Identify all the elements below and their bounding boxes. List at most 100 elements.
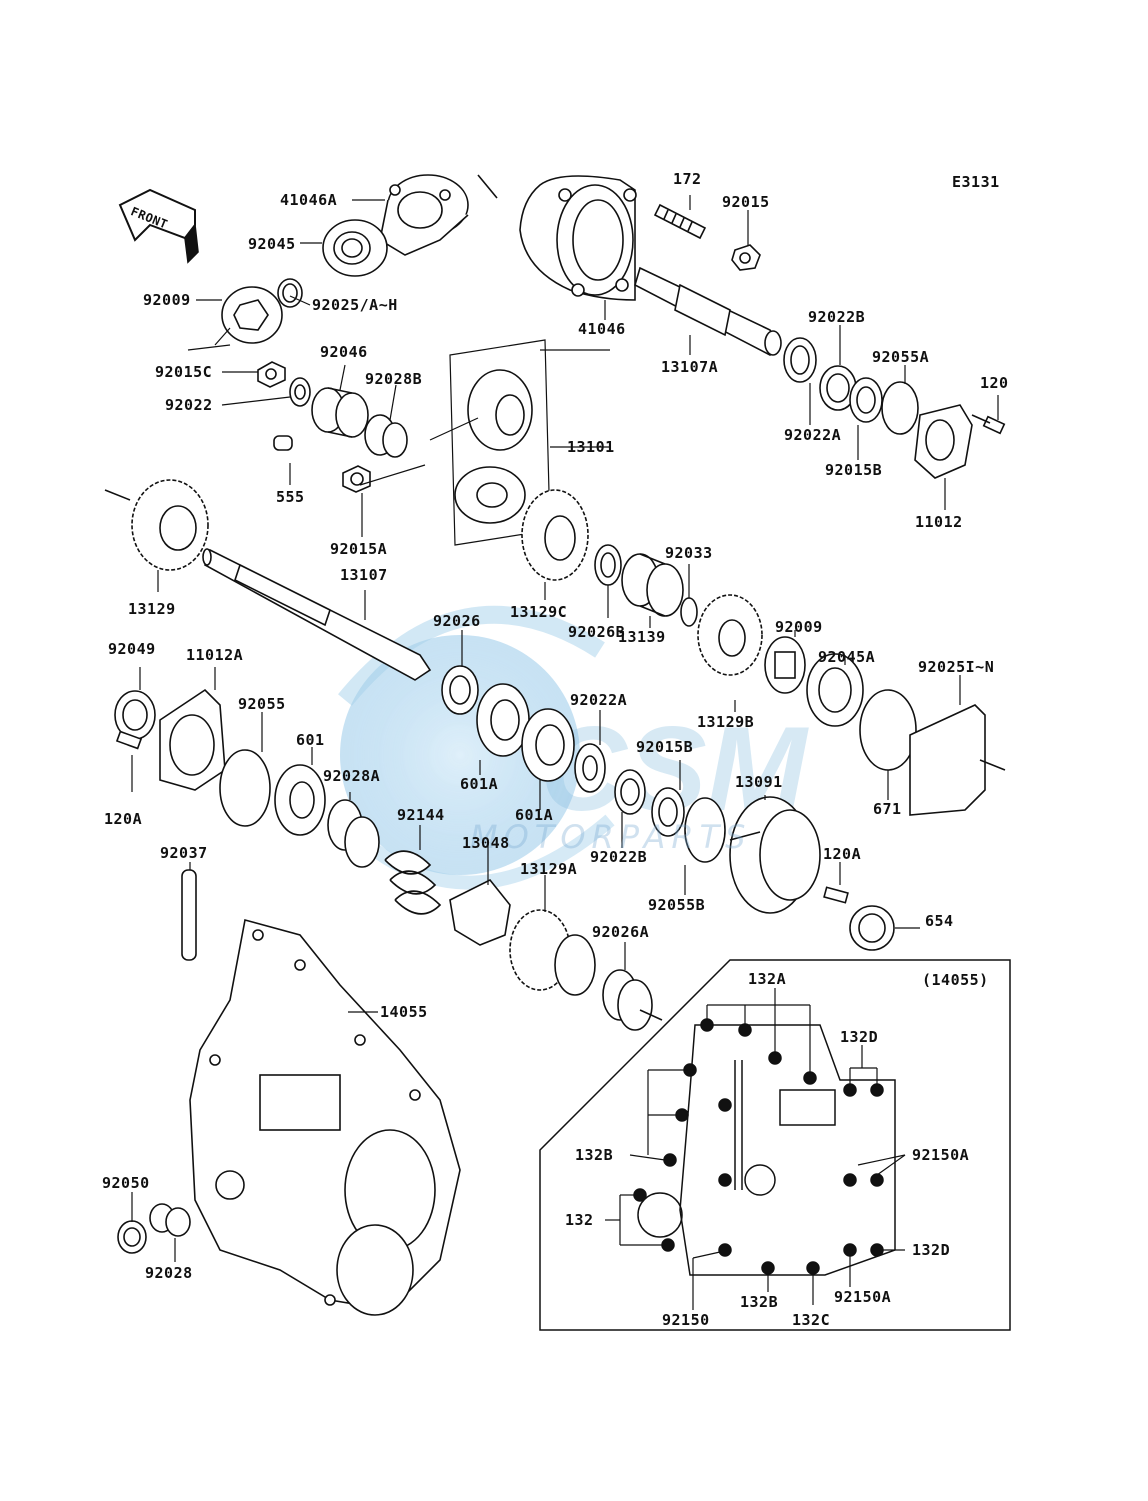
part-92025IN-drawing xyxy=(909,704,1006,816)
part-label-92028B[interactable]: 92028B xyxy=(365,370,423,388)
inset-label-92150A-bottom[interactable]: 92150A xyxy=(834,1288,892,1306)
part-601-drawing xyxy=(274,764,326,836)
part-label-92015C[interactable]: 92015C xyxy=(155,363,213,381)
inset-label-132B-left[interactable]: 132B xyxy=(575,1146,614,1164)
part-label-92033[interactable]: 92033 xyxy=(665,544,713,562)
part-label-92015B-mid[interactable]: 92015B xyxy=(636,738,694,756)
inset-box xyxy=(539,959,1011,1331)
inset-label-132D-top[interactable]: 132D xyxy=(840,1028,879,1046)
part-label-92050[interactable]: 92050 xyxy=(102,1174,150,1192)
part-label-13139[interactable]: 13139 xyxy=(618,628,666,646)
part-label-92009-mid[interactable]: 92009 xyxy=(775,618,823,636)
part-120A-left-drawing xyxy=(115,730,143,750)
part-92026-drawing xyxy=(441,665,479,715)
part-92045A-drawing xyxy=(806,653,864,727)
part-label-120A-right[interactable]: 120A xyxy=(823,845,862,863)
part-label-92025-a-h[interactable]: 92025/A~H xyxy=(312,296,398,314)
part-label-13091[interactable]: 13091 xyxy=(735,773,783,791)
part-label-92015A[interactable]: 92015A xyxy=(330,540,388,558)
part-label-13107A[interactable]: 13107A xyxy=(661,358,719,376)
part-label-92022B[interactable]: 92022B xyxy=(808,308,866,326)
part-92050-drawing xyxy=(117,1220,147,1254)
inset-label-132A[interactable]: 132A xyxy=(748,970,787,988)
part-13129-drawing xyxy=(104,479,209,571)
part-label-13048[interactable]: 13048 xyxy=(462,834,510,852)
part-label-92022[interactable]: 92022 xyxy=(165,396,213,414)
part-label-92025-i-n[interactable]: 92025I~N xyxy=(918,658,995,676)
part-label-92028A[interactable]: 92028A xyxy=(323,767,381,785)
inset-leaders xyxy=(605,988,906,1310)
part-13139-drawing xyxy=(621,553,684,617)
inset-label-92150A-top[interactable]: 92150A xyxy=(912,1146,970,1164)
part-label-92049[interactable]: 92049 xyxy=(108,640,156,658)
inset-label-132C[interactable]: 132C xyxy=(792,1311,831,1329)
part-label-120A-left[interactable]: 120A xyxy=(104,810,143,828)
part-label-41046A[interactable]: 41046A xyxy=(280,191,338,209)
part-92022-drawing xyxy=(289,377,311,407)
part-671-drawing xyxy=(859,689,917,771)
part-label-671[interactable]: 671 xyxy=(873,800,902,818)
part-555-drawing xyxy=(273,435,293,451)
diagram-code: E3131 xyxy=(952,173,1000,191)
part-13107-drawing xyxy=(202,548,432,681)
part-label-13129C[interactable]: 13129C xyxy=(510,603,568,621)
part-92009-top-drawing xyxy=(221,286,283,344)
part-label-92045A[interactable]: 92045A xyxy=(818,648,876,666)
part-label-13129A[interactable]: 13129A xyxy=(520,860,578,878)
part-label-92055A[interactable]: 92055A xyxy=(872,348,930,366)
part-13091-drawing xyxy=(729,796,821,914)
part-label-92015B[interactable]: 92015B xyxy=(825,461,883,479)
inset-label-132[interactable]: 132 xyxy=(565,1211,594,1229)
part-label-601A-2[interactable]: 601A xyxy=(515,806,554,824)
leader-lines xyxy=(131,195,999,1262)
part-92009-mid-drawing xyxy=(764,636,806,694)
part-label-92055B[interactable]: 92055B xyxy=(648,896,706,914)
part-label-13129[interactable]: 13129 xyxy=(128,600,176,618)
part-92144-drawing xyxy=(384,850,442,915)
part-label-601[interactable]: 601 xyxy=(296,731,325,749)
part-label-13129B[interactable]: 13129B xyxy=(697,713,755,731)
inset-label-132D-right[interactable]: 132D xyxy=(912,1241,951,1259)
part-label-120[interactable]: 120 xyxy=(980,374,1009,392)
part-label-14055[interactable]: 14055 xyxy=(380,1003,428,1021)
part-label-92144[interactable]: 92144 xyxy=(397,806,445,824)
part-654-drawing xyxy=(849,905,895,951)
part-label-92037[interactable]: 92037 xyxy=(160,844,208,862)
part-label-92046[interactable]: 92046 xyxy=(320,343,368,361)
part-label-11012[interactable]: 11012 xyxy=(915,513,963,531)
part-label-555[interactable]: 555 xyxy=(276,488,305,506)
part-label-92026[interactable]: 92026 xyxy=(433,612,481,630)
part-label-92045[interactable]: 92045 xyxy=(248,235,296,253)
part-92045-drawing xyxy=(322,219,388,277)
part-label-92026B[interactable]: 92026B xyxy=(568,623,626,641)
part-92028-drawing xyxy=(149,1203,191,1237)
part-label-92028[interactable]: 92028 xyxy=(145,1264,193,1282)
part-label-172[interactable]: 172 xyxy=(673,170,702,188)
part-601A-drawing xyxy=(476,683,575,782)
part-label-92055[interactable]: 92055 xyxy=(238,695,286,713)
part-92055A-drawing xyxy=(881,381,919,435)
part-41046-drawing xyxy=(477,174,637,301)
part-92033-drawing xyxy=(680,597,698,627)
part-label-92022B-mid[interactable]: 92022B xyxy=(590,848,648,866)
part-label-13107[interactable]: 13107 xyxy=(340,566,388,584)
part-label-11012A[interactable]: 11012A xyxy=(186,646,244,664)
inset-cover-drawing xyxy=(637,1024,896,1276)
part-label-92026A[interactable]: 92026A xyxy=(592,923,650,941)
part-label-654[interactable]: 654 xyxy=(925,912,954,930)
part-label-41046[interactable]: 41046 xyxy=(578,320,626,338)
part-label-92022A-mid[interactable]: 92022A xyxy=(570,691,628,709)
part-label-601A-1[interactable]: 601A xyxy=(460,775,499,793)
inset-label-92150[interactable]: 92150 xyxy=(662,1311,710,1329)
inset-label-132B-bottom[interactable]: 132B xyxy=(740,1293,779,1311)
inset-bolts xyxy=(633,1018,884,1275)
part-label-92022A[interactable]: 92022A xyxy=(784,426,842,444)
part-92037-drawing xyxy=(181,869,197,961)
part-label-92009[interactable]: 92009 xyxy=(143,291,191,309)
part-13129A-drawing xyxy=(509,909,596,996)
part-11012-drawing xyxy=(914,404,973,479)
part-label-92015[interactable]: 92015 xyxy=(722,193,770,211)
part-label-13101[interactable]: 13101 xyxy=(567,438,615,456)
part-92046-drawing xyxy=(311,387,369,438)
part-120A-right-drawing xyxy=(823,886,849,904)
